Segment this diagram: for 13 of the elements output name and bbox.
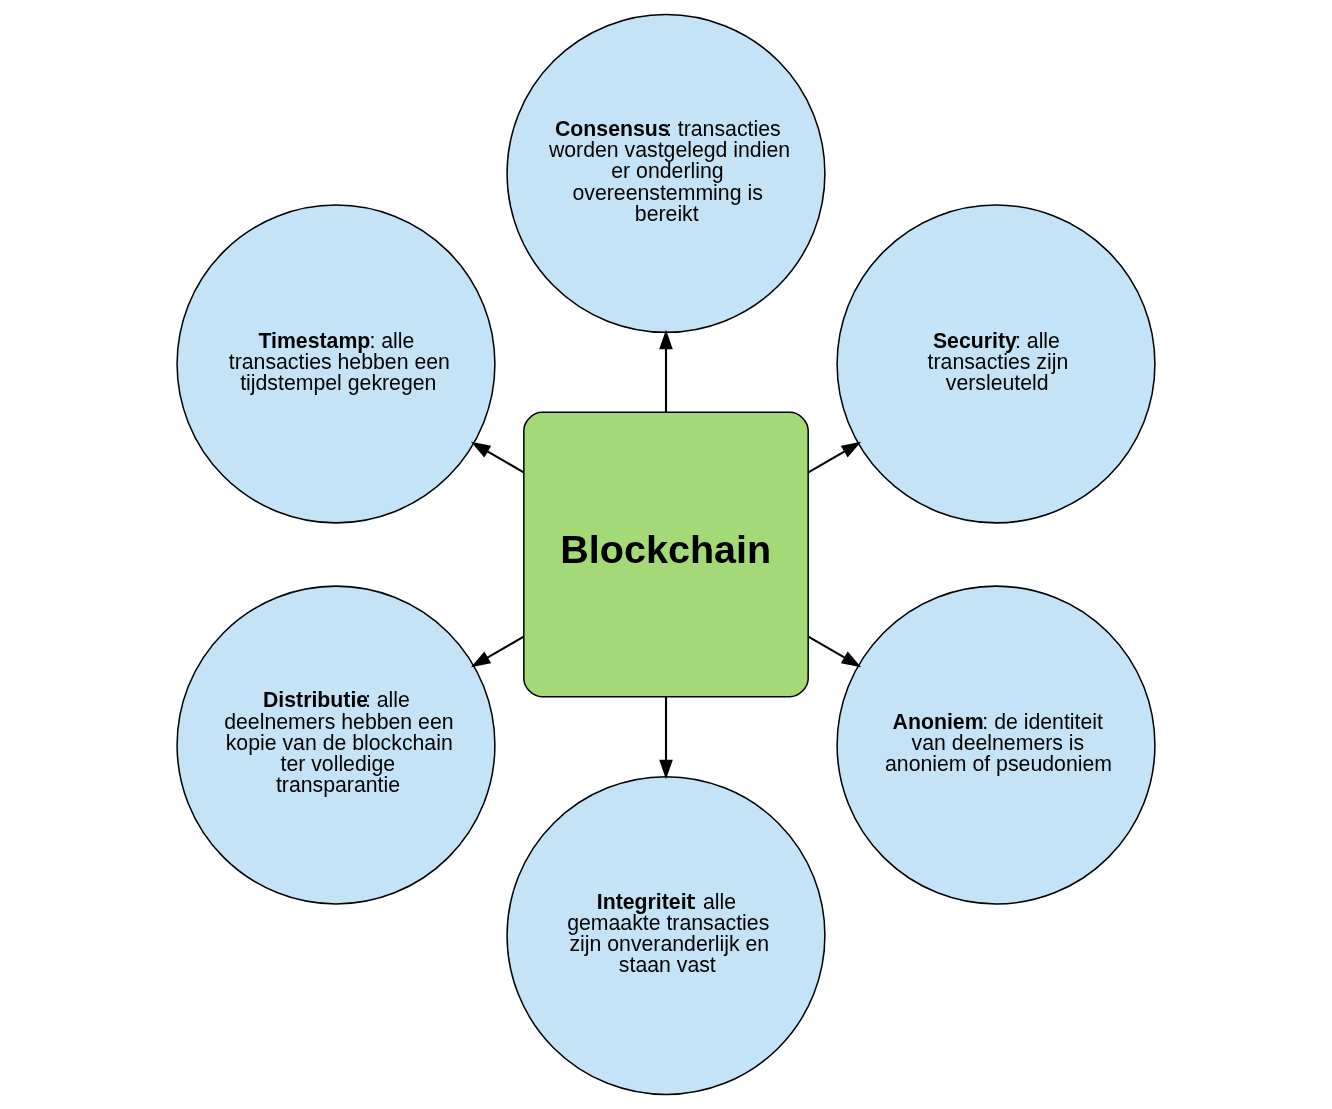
node-circle: Integriteit: alle gemaakte transacties zijn onveranderlijk en staan vast <box>506 775 826 1096</box>
node-circle: Anoniem: de identiteit van deelnemers is anoniem of pseudoniem <box>836 585 1156 905</box>
node-circle: Security: alle transacties zijn versleuteld <box>836 204 1156 524</box>
arrow <box>470 441 525 474</box>
node-box: Blockchain <box>523 411 809 698</box>
arrow <box>807 635 862 668</box>
node-circle: Timestamp: alle transacties hebben een tijdstempel gekregen <box>176 204 496 524</box>
arrow <box>659 696 673 780</box>
arrow <box>807 441 862 474</box>
node-circle: Consensus: transacties worden vastgelegd indien er onderling overeenstemming is bereikt <box>506 13 826 334</box>
arrow <box>659 329 673 413</box>
arrow <box>470 635 525 668</box>
node-circle: Distributie: alle deelnemers hebben een kopie van de blockchain ter volledige transparantie <box>176 585 496 905</box>
